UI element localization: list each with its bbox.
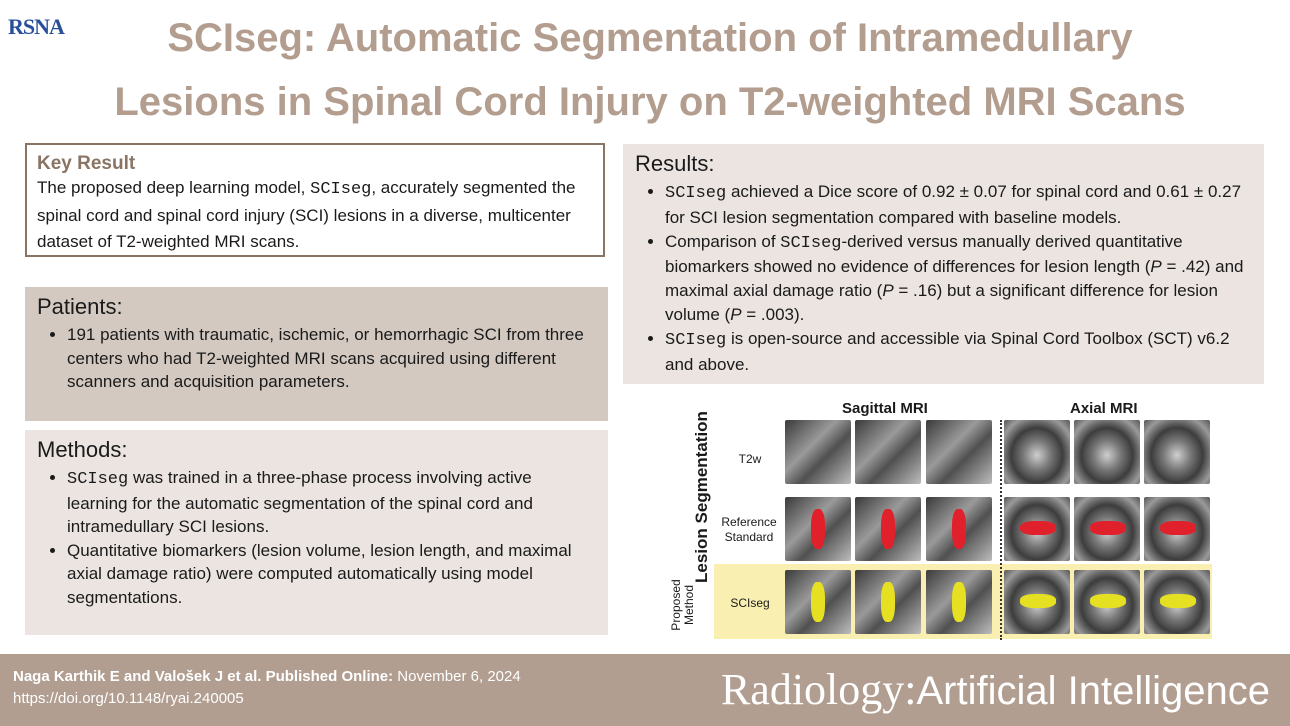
methods-bullet: Quantitative biomarkers (lesion volume, … [67,539,596,610]
reference-lesion-mask [881,509,895,549]
sagittal-mri-image [785,497,851,561]
results-bullet: SCIseg achieved a Dice score of 0.92 ± 0… [665,180,1252,230]
results-text: = .003). [741,304,805,324]
proposed-method-label: Proposed Method [669,579,696,631]
journal-sub: Artificial Intelligence [916,669,1271,713]
sciseg-lesion-mask [952,582,966,622]
axial-mri-image [1144,497,1210,561]
results-heading: Results: [635,151,715,176]
axial-mri-image [1074,420,1140,484]
sagittal-mri-image [785,420,851,484]
methods-heading: Methods: [37,437,128,462]
results-bullet: SCIseg is open-source and accessible via… [665,327,1252,377]
sagittal-mri-image [785,570,851,634]
results-list: SCIseg achieved a Dice score of 0.92 ± 0… [635,180,1252,376]
results-text: Comparison of [665,231,781,251]
methods-bullet-text: was trained in a three-phase process inv… [67,468,533,536]
results-bullet: Comparison of SCIseg-derived versus manu… [665,230,1252,327]
rsna-logo: RSNA [8,14,65,39]
methods-list: SCIseg was trained in a three-phase proc… [37,466,596,609]
patients-panel: Patients: 191 patients with traumatic, i… [25,287,608,421]
doi-link[interactable]: https://doi.org/10.1148/ryai.240005 [13,690,244,707]
row-label-sciseg: SCIseg [730,596,770,610]
sagittal-mri-image [926,420,992,484]
key-result-box: Key Result The proposed deep learning mo… [25,143,605,257]
axial-mri-image [1004,497,1070,561]
axial-mri-image [1004,570,1070,634]
sagittal-header: Sagittal MRI [842,400,928,417]
footer: Naga Karthik E and Valošek J et al. Publ… [0,654,1290,726]
authors: Naga Karthik E and Valošek J et al. Publ… [13,668,394,685]
reference-lesion-mask [1020,521,1056,535]
patients-bullet: 191 patients with traumatic, ischemic, o… [67,323,596,394]
model-name: SCIseg [310,180,372,199]
axial-mri-image [1074,570,1140,634]
results-panel: Results: SCIseg achieved a Dice score of… [623,144,1264,384]
model-name: SCIseg [67,470,129,489]
results-text: -derived versus manually derived quantit… [665,231,1183,277]
journal-main: Radiology: [720,665,917,714]
sagittal-mri-image [855,420,921,484]
model-name: SCIseg [665,330,727,350]
reference-lesion-mask [1160,521,1196,535]
sagittal-mri-image [926,497,992,561]
citation: Naga Karthik E and Valošek J et al. Publ… [13,666,521,710]
results-text: = .42) and maximal axial damage ratio ( [665,257,1244,301]
results-text: achieved a Dice score of 0.92 ± 0.07 for… [665,182,1242,227]
axial-header: Axial MRI [1070,400,1138,417]
key-result-text: The proposed deep learning model, SCIseg… [37,175,593,255]
key-result-pre: The proposed deep learning model, [37,178,311,197]
title-line-2: Lesions in Spinal Cord Injury on T2-weig… [114,80,1186,124]
key-result-post: , accurately segmented the spinal cord a… [37,178,576,251]
results-text: = .16) but a significant difference for … [665,281,1218,324]
figure-divider [1000,420,1002,640]
lesion-segmentation-label: Lesion Segmentation [692,411,711,583]
axial-mri-image [1004,420,1070,484]
p-value-label: P [730,304,742,324]
sagittal-mri-image [855,570,921,634]
patients-list: 191 patients with traumatic, ischemic, o… [37,323,596,394]
citation-line-1: Naga Karthik E and Valošek J et al. Publ… [13,666,521,688]
p-value-label: P [882,281,894,301]
sciseg-lesion-mask [1020,594,1056,608]
row-label-reference: Reference Standard [721,515,777,544]
results-text: is open-source and accessible via Spinal… [665,328,1230,374]
sciseg-lesion-mask [1160,594,1196,608]
row-label-t2w: T2w [738,452,762,466]
poster-title: SCIseg: Automatic Segmentation of Intram… [60,6,1240,134]
axial-mri-image [1144,420,1210,484]
sagittal-mri-image [926,570,992,634]
reference-lesion-mask [1090,521,1126,535]
model-name: SCIseg [780,233,842,253]
axial-mri-image [1144,570,1210,634]
journal-logo: Radiology:Artificial Intelligence [721,662,1270,719]
patients-heading: Patients: [37,294,123,319]
title-line-1: SCIseg: Automatic Segmentation of Intram… [167,16,1133,60]
p-value-label: P [1150,257,1162,277]
sciseg-lesion-mask [811,582,825,622]
axial-mri-image [1074,497,1140,561]
publish-date: November 6, 2024 [393,668,521,685]
sagittal-mri-image [855,497,921,561]
sciseg-lesion-mask [1090,594,1126,608]
reference-lesion-mask [952,509,966,549]
methods-bullet: SCIseg was trained in a three-phase proc… [67,466,596,539]
model-name: SCIseg [665,184,727,203]
sciseg-lesion-mask [881,582,895,622]
reference-lesion-mask [811,509,825,549]
key-result-heading: Key Result [37,153,136,174]
methods-panel: Methods: SCIseg was trained in a three-p… [25,430,608,635]
